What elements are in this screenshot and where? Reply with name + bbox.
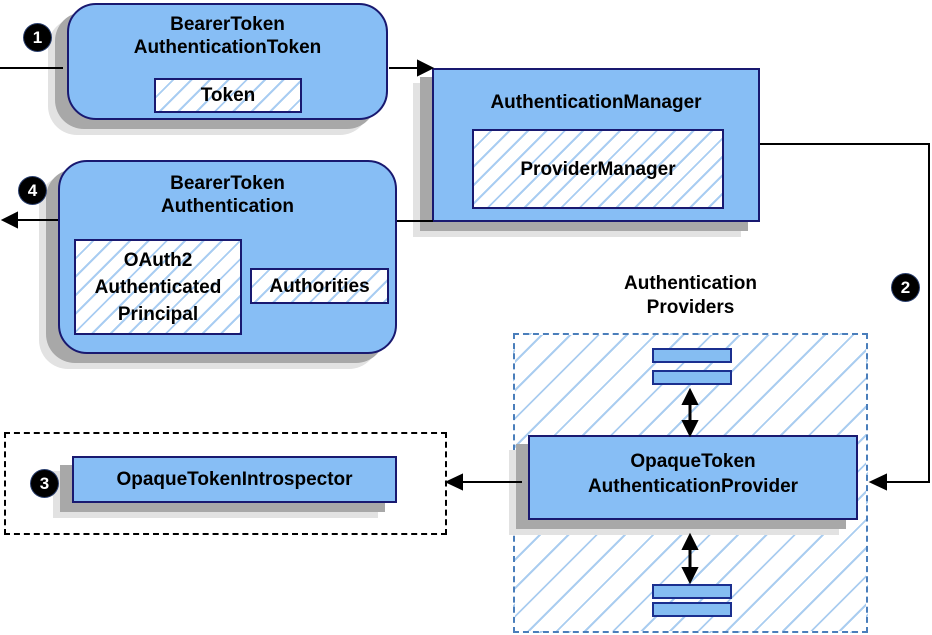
token-field: Token <box>154 78 302 113</box>
provider-placeholder-bar <box>652 602 732 617</box>
authentication-providers-label-line2: Providers <box>646 297 735 318</box>
principal-line1: OAuth2 <box>123 249 193 271</box>
authentication-providers-label: Authentication Providers <box>513 272 868 320</box>
opaque-token-authentication-provider-line1: OpaqueToken <box>630 451 756 472</box>
authorities-field: Authorities <box>250 268 389 304</box>
opaque-token-introspector-label: OpaqueTokenIntrospector <box>116 469 353 490</box>
provider-placeholder-bar <box>652 348 732 363</box>
bearer-token-authentication-title-line2: Authentication <box>161 196 294 217</box>
principal-line2: Authenticated <box>94 276 222 298</box>
bearer-token-authentication-token-title-line2: AuthenticationToken <box>133 37 322 58</box>
authentication-manager-title: AuthenticationManager <box>490 92 702 113</box>
authentication-manager-node: AuthenticationManager ProviderManager <box>432 68 760 222</box>
principal-line3: Principal <box>117 303 199 325</box>
step-2-badge: 2 <box>892 274 919 301</box>
opaque-token-introspector-node: OpaqueTokenIntrospector <box>72 456 397 503</box>
step-3-badge: 3 <box>31 470 58 497</box>
step-1-badge: 1 <box>24 24 51 51</box>
step-4-badge: 4 <box>19 177 46 204</box>
provider-manager-field: ProviderManager <box>472 129 724 209</box>
provider-placeholder-bar <box>652 584 732 599</box>
manager-to-provider-arrowhead <box>868 473 887 491</box>
opaque-token-authentication-provider-line2: AuthenticationProvider <box>587 476 799 497</box>
bearer-token-authentication-title-line1: BearerToken <box>170 173 285 194</box>
provider-to-introspector-arrowhead <box>444 473 463 491</box>
oauth2-authenticated-principal-field: OAuth2 Authenticated Principal <box>74 239 242 335</box>
provider-placeholder-bar <box>652 370 732 385</box>
bearer-token-authentication-node: BearerToken Authentication OAuth2 Authen… <box>58 160 397 354</box>
bearer-token-authentication-token-node: BearerToken AuthenticationToken Token <box>67 3 388 120</box>
opaque-token-authentication-provider-node: OpaqueToken AuthenticationProvider <box>528 435 858 520</box>
authentication-result-arrowhead <box>0 211 18 229</box>
bearer-token-authentication-token-title-line1: BearerToken <box>170 14 285 35</box>
token-to-manager-arrowhead <box>417 59 435 77</box>
authentication-providers-label-line1: Authentication <box>624 273 757 294</box>
